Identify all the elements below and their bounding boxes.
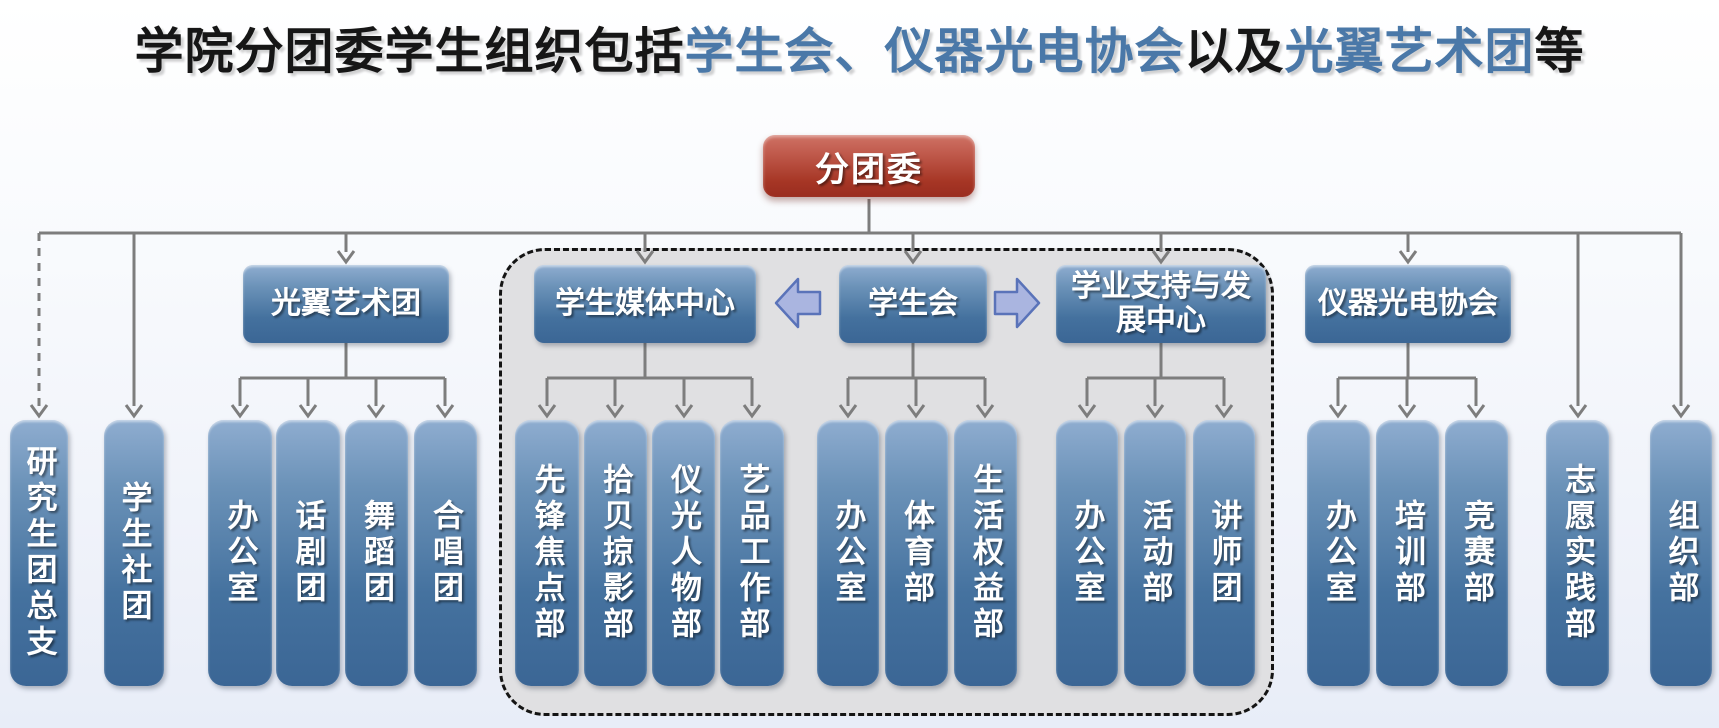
dept-node: 合唱团 — [414, 420, 477, 686]
dept-node: 讲师团 — [1193, 420, 1255, 686]
dept-node: 先锋焦点部 — [515, 420, 579, 686]
node-academic-center: 学业支持与发展中心 — [1056, 265, 1266, 343]
node-graduate-league: 研究生团总支 — [10, 420, 68, 686]
dept-node: 活动部 — [1124, 420, 1186, 686]
node-student-clubs: 学生社团 — [104, 420, 164, 686]
node-organization-dept: 组织部 — [1650, 420, 1712, 686]
dept-node: 话剧团 — [276, 420, 340, 686]
dept-node: 办公室 — [1056, 420, 1118, 686]
dept-node: 生活权益部 — [954, 420, 1017, 686]
title-segment: 以及 — [1184, 23, 1285, 80]
page-title: 学院分团委学生组织包括学生会、仪器光电协会以及光翼艺术团等 — [0, 12, 1719, 83]
title-segment: 学院分团委学生组织包括 — [134, 23, 685, 80]
node-optoelectronics-assoc: 仪器光电协会 — [1305, 265, 1511, 343]
node-art-troupe: 光翼艺术团 — [243, 265, 449, 343]
dept-node: 竞赛部 — [1445, 420, 1508, 686]
node-student-union: 学生会 — [839, 265, 987, 343]
node-volunteer-practice: 志愿实践部 — [1546, 420, 1609, 686]
dept-node: 培训部 — [1376, 420, 1439, 686]
dept-node: 体育部 — [885, 420, 948, 686]
org-root-node: 分团委 — [763, 135, 975, 197]
dept-node: 艺品工作部 — [720, 420, 784, 686]
dept-node: 舞蹈团 — [345, 420, 408, 686]
title-segment-highlight: 学生会、仪器光电协会 — [684, 23, 1185, 80]
title-segment: 等 — [1534, 23, 1585, 80]
dept-node: 仪光人物部 — [652, 420, 715, 686]
dept-node: 办公室 — [208, 420, 272, 686]
dept-node: 办公室 — [817, 420, 879, 686]
title-segment-highlight: 光翼艺术团 — [1284, 23, 1535, 80]
dept-node: 拾贝掠影部 — [584, 420, 647, 686]
dept-node: 办公室 — [1307, 420, 1370, 686]
node-media-center: 学生媒体中心 — [534, 265, 756, 343]
